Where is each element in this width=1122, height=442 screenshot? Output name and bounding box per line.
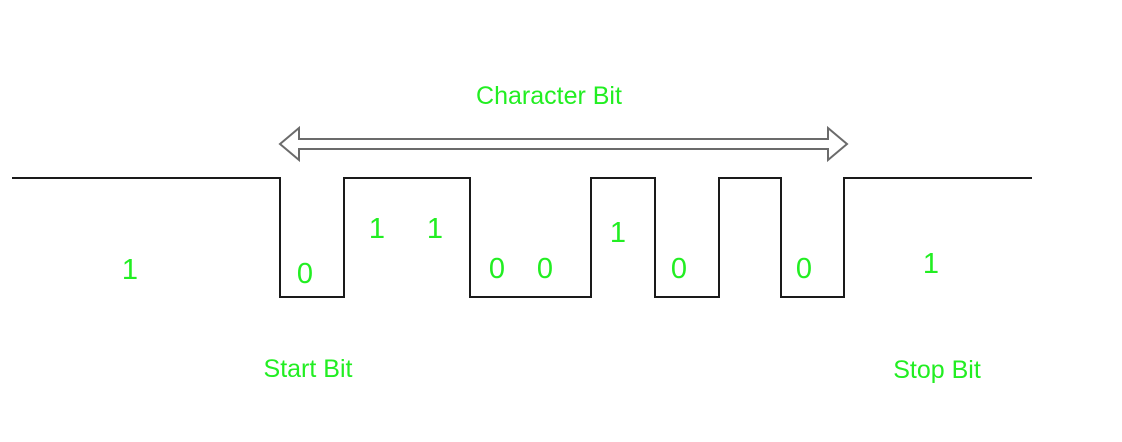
start-bit-label: Start Bit bbox=[264, 355, 353, 383]
bit-data-5: 1 bbox=[610, 217, 626, 249]
bit-data-2: 1 bbox=[427, 213, 443, 245]
bit-data-1: 1 bbox=[369, 213, 385, 245]
bit-data-3: 0 bbox=[489, 253, 505, 285]
bit-idle-high: 1 bbox=[122, 254, 138, 286]
bit-stop: 1 bbox=[923, 248, 939, 280]
bit-data-4: 0 bbox=[537, 253, 553, 285]
signal-waveform bbox=[12, 177, 1032, 298]
bit-data-7: 0 bbox=[796, 253, 812, 285]
bit-start: 0 bbox=[297, 258, 313, 290]
stop-bit-label: Stop Bit bbox=[893, 356, 981, 384]
bit-data-6: 0 bbox=[671, 253, 687, 285]
character-bit-label: Character Bit bbox=[476, 82, 622, 110]
character-span-arrow bbox=[278, 125, 849, 163]
